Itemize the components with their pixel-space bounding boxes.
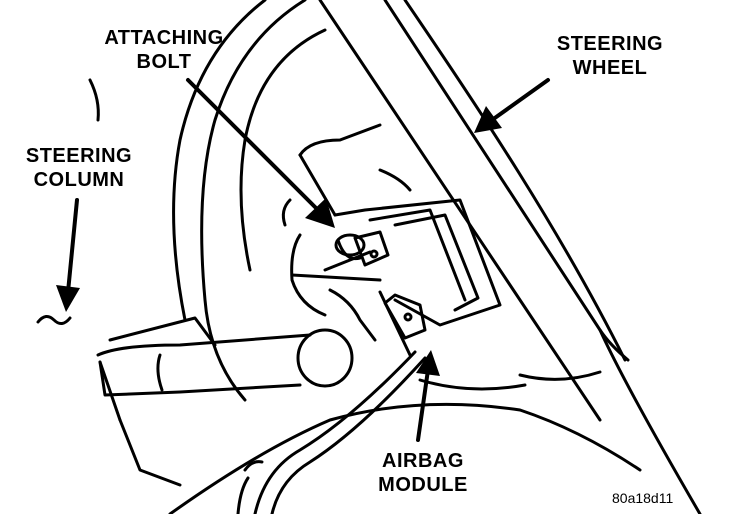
wiring-harness — [236, 350, 427, 514]
label-attaching-bolt: ATTACHING BOLT — [95, 26, 233, 74]
airbag-connector-tab — [383, 293, 427, 340]
label-airbag-module-line1: AIRBAG — [382, 450, 464, 472]
steering-wheel-rim — [318, 0, 702, 514]
label-steering-column-line2: COLUMN — [33, 169, 125, 191]
label-airbag-module: AIRBAG MODULE — [372, 449, 474, 497]
steering-column-shroud — [88, 0, 327, 402]
label-attaching-bolt-line2: BOLT — [136, 51, 192, 73]
label-steering-wheel-line2: WHEEL — [572, 57, 648, 79]
label-steering-wheel: STEERING WHEEL — [548, 32, 672, 80]
label-steering-column-line1: STEERING — [25, 145, 133, 167]
label-attaching-bolt-line1: ATTACHING — [104, 27, 224, 49]
lower-column-cover — [168, 378, 642, 514]
column-lever — [96, 316, 354, 487]
break-line-squiggle — [36, 315, 72, 325]
label-steering-column: STEERING COLUMN — [18, 144, 140, 192]
leader-arrow-airbag-module — [416, 350, 440, 442]
airbag-hub-bracket — [281, 123, 502, 357]
leader-arrow-steering-wheel — [474, 78, 550, 133]
leader-arrow-attaching-bolt — [186, 78, 335, 228]
attaching-bolt — [334, 230, 390, 267]
label-steering-wheel-line1: STEERING — [556, 33, 664, 55]
leader-arrow-steering-column — [56, 198, 80, 312]
figure-code: 80a18d11 — [612, 490, 674, 506]
label-airbag-module-line2: MODULE — [378, 474, 468, 496]
